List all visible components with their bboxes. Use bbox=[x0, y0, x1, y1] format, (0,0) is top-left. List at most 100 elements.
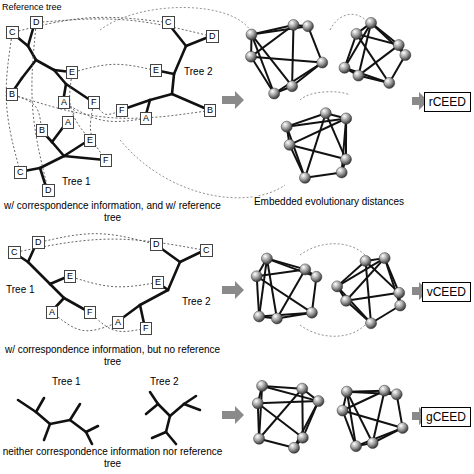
leaf-label-box: D bbox=[30, 16, 43, 29]
graph-edge bbox=[287, 127, 305, 178]
graph-vertex bbox=[351, 28, 362, 39]
graph-vertex bbox=[353, 70, 364, 81]
method-box: vCEED bbox=[422, 282, 471, 302]
correspondence-curve bbox=[300, 244, 365, 255]
tree-branch bbox=[70, 404, 80, 420]
leaf-label-box: C bbox=[162, 16, 175, 29]
tree-branch bbox=[146, 404, 158, 414]
correspondence-line bbox=[21, 239, 201, 251]
graph-edge bbox=[358, 45, 398, 75]
leaf-letter: E bbox=[67, 271, 73, 282]
leaf-letter: C bbox=[165, 17, 172, 28]
distance-graph bbox=[281, 108, 351, 184]
tree-branch bbox=[184, 404, 200, 410]
correspondence-line bbox=[90, 109, 101, 154]
graph-edge bbox=[251, 25, 293, 57]
text-label: Tree 2 bbox=[150, 376, 184, 388]
leaf-letter: D bbox=[33, 17, 40, 28]
graph-vertex bbox=[341, 386, 352, 397]
text-label: Tree 1 bbox=[62, 176, 91, 187]
leaf-label-box: D bbox=[206, 30, 219, 43]
leaf-label-box: B bbox=[36, 124, 48, 137]
graph-vertex bbox=[340, 154, 351, 165]
leaf-label-box: D bbox=[150, 238, 163, 251]
leaf-label-box: A bbox=[140, 112, 152, 125]
leaf-label-box: F bbox=[116, 104, 128, 117]
graph-edge bbox=[373, 391, 385, 443]
graph-vertex bbox=[320, 108, 331, 119]
graph-vertex bbox=[311, 271, 322, 282]
leaf-label-box: C bbox=[8, 246, 21, 259]
graph-vertex bbox=[367, 437, 378, 448]
leaf-letter: E bbox=[155, 277, 161, 288]
leaf-letter: D bbox=[209, 31, 216, 42]
correspondence-curve bbox=[120, 140, 285, 198]
text-label: Tree 2 bbox=[182, 296, 216, 308]
leaf-letter: B bbox=[9, 89, 15, 100]
leaf-letter: F bbox=[119, 105, 125, 116]
leaf-label-box: A bbox=[62, 116, 74, 129]
leaf-label-box: A bbox=[112, 316, 124, 329]
leaf-letter: E bbox=[87, 135, 93, 146]
distance-graph bbox=[252, 380, 324, 453]
tree-branch bbox=[70, 420, 86, 432]
graph-edge bbox=[366, 261, 400, 293]
graph-vertex bbox=[289, 442, 300, 453]
tree-branch bbox=[86, 426, 98, 432]
leaf-label-box: C bbox=[6, 26, 19, 39]
leaf-label-box: E bbox=[84, 134, 96, 147]
graph-edge bbox=[259, 386, 262, 439]
distance-graph bbox=[251, 253, 322, 324]
graph-vertex bbox=[336, 167, 347, 178]
correspondence-line bbox=[43, 19, 207, 35]
graph-vertex bbox=[341, 113, 352, 124]
tree-branch bbox=[50, 284, 64, 298]
graph-vertex bbox=[366, 318, 377, 329]
graph-vertex bbox=[246, 29, 257, 40]
graph-edge bbox=[262, 386, 318, 401]
leaf-label-box: A bbox=[58, 96, 70, 109]
graph-vertex bbox=[393, 40, 404, 51]
graph-edge bbox=[277, 269, 305, 318]
text-label: Tree 1 bbox=[52, 376, 86, 388]
tree-branch bbox=[50, 420, 70, 424]
leaf-letter: F bbox=[143, 323, 149, 334]
tree-branch bbox=[44, 424, 50, 440]
graph-vertex bbox=[313, 396, 324, 407]
graph-edge bbox=[259, 313, 312, 317]
graph-vertex bbox=[391, 389, 402, 400]
graph-edge bbox=[294, 401, 318, 448]
text-label: Tree 2 bbox=[184, 66, 213, 77]
graph-vertex bbox=[269, 88, 280, 99]
graph-edge bbox=[346, 293, 399, 301]
tree-branch bbox=[64, 156, 105, 160]
text-label: w/ correspondence information, but no re… bbox=[0, 344, 225, 368]
leaf-letter: E bbox=[69, 67, 75, 78]
tree-branch bbox=[168, 262, 180, 290]
graph-vertex bbox=[251, 271, 262, 282]
graph-vertex bbox=[284, 139, 295, 150]
leaf-label-box: D bbox=[42, 184, 55, 197]
leaf-label-box: F bbox=[100, 154, 112, 167]
leaf-label-box: E bbox=[150, 64, 162, 77]
tree-branch bbox=[52, 142, 64, 156]
graph-edge bbox=[345, 23, 372, 68]
tree-branch bbox=[28, 262, 50, 284]
correspondence-line bbox=[18, 96, 204, 118]
graph-vertex bbox=[341, 295, 352, 306]
graph-edge bbox=[290, 145, 346, 160]
text-label: Reference tree bbox=[2, 2, 62, 12]
tree-branch bbox=[86, 432, 92, 444]
graph-edge bbox=[357, 34, 399, 45]
text-label: Tree 1 bbox=[62, 176, 96, 188]
method-name: rCEED bbox=[429, 95, 466, 109]
leaf-letter: F bbox=[103, 155, 109, 166]
leaf-label-box: F bbox=[88, 96, 100, 109]
graph-vertex bbox=[400, 50, 411, 61]
tree-branch bbox=[172, 74, 174, 94]
leaf-letter: B bbox=[39, 125, 45, 136]
distance-graph bbox=[246, 19, 328, 99]
tree-branch bbox=[140, 290, 168, 305]
leaf-letter: A bbox=[115, 317, 121, 328]
correspondence-line bbox=[32, 29, 47, 184]
